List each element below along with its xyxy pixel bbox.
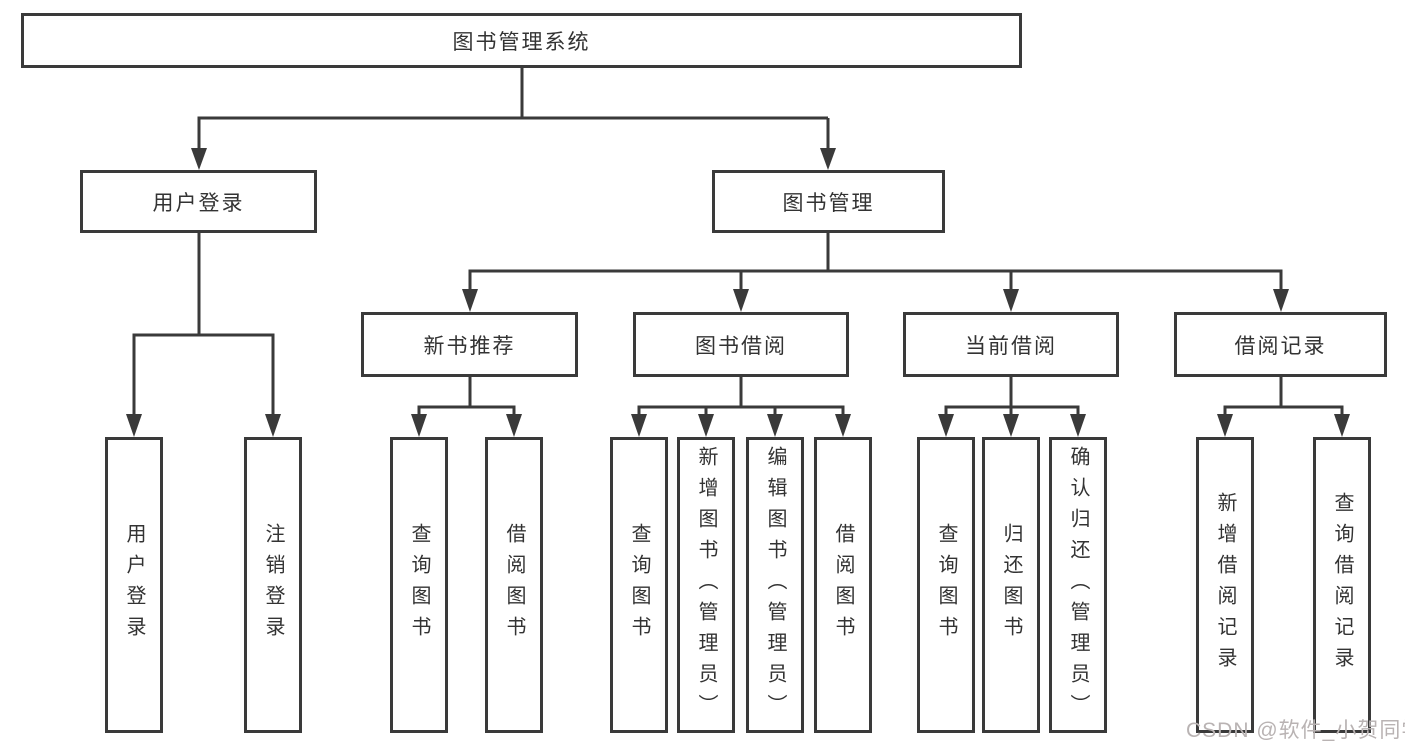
node-borrow-records: 借阅记录 [1174,312,1387,377]
node-book-management: 图书管理 [712,170,945,233]
node-new-book-recommend: 新书推荐 [361,312,578,377]
node-user-login: 用户登录 [80,170,317,233]
leaf-borrow-add-book-admin-label: 新增图书（管理员） [695,445,717,725]
node-system-root-label: 图书管理系统 [452,30,591,54]
leaf-borrow-borrow-book: 借阅图书 [814,437,872,733]
leaf-recommend-query-book: 查询图书 [390,437,448,733]
node-system-root: 图书管理系统 [21,13,1022,68]
leaf-records-query-record-label: 查询借阅记录 [1331,492,1353,678]
leaf-borrow-edit-book-admin-label: 编辑图书（管理员） [764,445,786,725]
leaf-recommend-borrow-book: 借阅图书 [485,437,543,733]
node-book-management-label: 图书管理 [782,191,875,215]
node-user-login-label: 用户登录 [152,191,245,215]
leaf-current-query-book-label: 查询图书 [935,523,957,647]
node-new-book-recommend-label: 新书推荐 [423,334,516,358]
leaf-records-add-record-label: 新增借阅记录 [1214,492,1236,678]
leaf-borrow-query-book: 查询图书 [610,437,668,733]
leaf-current-query-book: 查询图书 [917,437,975,733]
node-book-borrow-label: 图书借阅 [695,334,787,358]
leaf-user-login: 用户登录 [105,437,163,733]
node-current-borrow-label: 当前借阅 [965,334,1057,358]
leaf-logout-label: 注销登录 [262,523,284,647]
leaf-borrow-borrow-book-label: 借阅图书 [832,523,854,647]
leaf-user-login-label: 用户登录 [123,523,145,647]
node-borrow-records-label: 借阅记录 [1234,334,1327,358]
leaf-current-confirm-return-admin: 确认归还（管理员） [1049,437,1107,733]
leaf-borrow-query-book-label: 查询图书 [628,523,650,647]
node-book-borrow: 图书借阅 [633,312,849,377]
leaf-borrow-edit-book-admin: 编辑图书（管理员） [746,437,804,733]
leaf-logout: 注销登录 [244,437,302,733]
leaf-borrow-add-book-admin: 新增图书（管理员） [677,437,735,733]
leaf-records-query-record: 查询借阅记录 [1313,437,1371,733]
leaf-records-add-record: 新增借阅记录 [1196,437,1254,733]
node-current-borrow: 当前借阅 [903,312,1119,377]
leaf-current-confirm-return-admin-label: 确认归还（管理员） [1067,445,1089,725]
leaf-recommend-query-book-label: 查询图书 [408,523,430,647]
leaf-recommend-borrow-book-label: 借阅图书 [503,523,525,647]
watermark: CSDN @软件_小贺同学 [1186,719,1405,742]
leaf-current-return-book-label: 归还图书 [1000,523,1022,647]
leaf-current-return-book: 归还图书 [982,437,1040,733]
